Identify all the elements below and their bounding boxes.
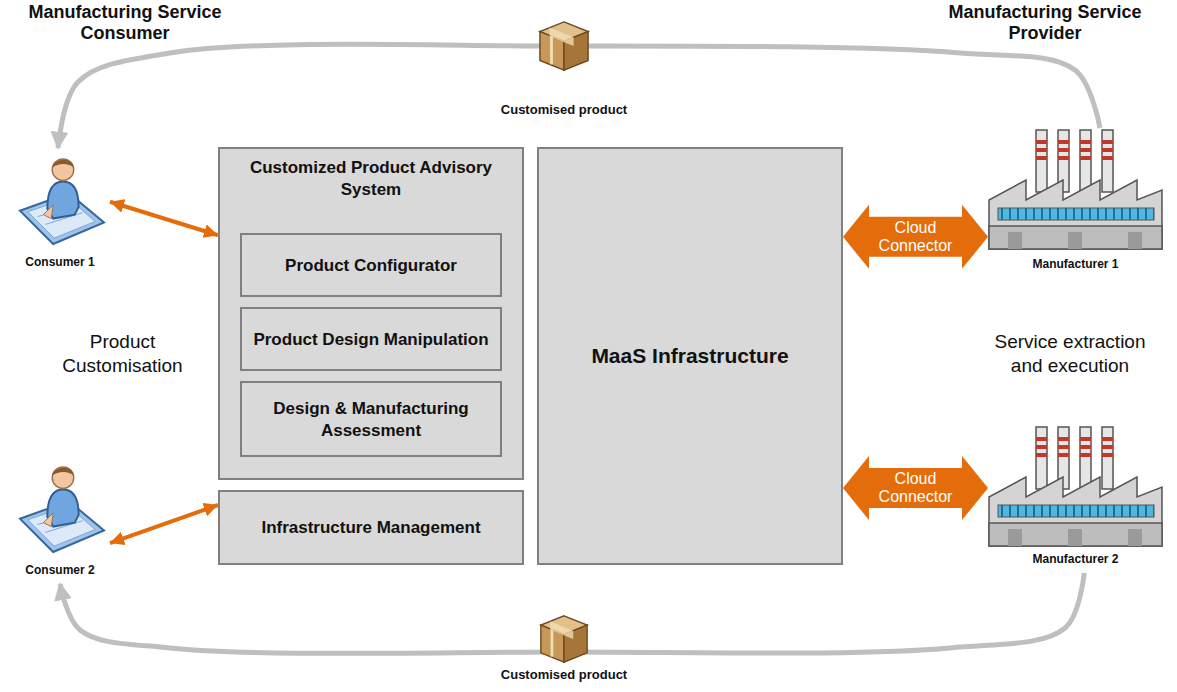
platform-box: MaaS Infrastructure (537, 147, 843, 565)
delivery-label: Customised product (479, 102, 649, 118)
manufacturer-node: Manufacturer 2 (988, 425, 1163, 573)
consumer-icon (20, 159, 104, 244)
role-title: Manufacturing Service Consumer (0, 2, 250, 44)
package-icon (540, 22, 588, 70)
role-title: Manufacturing Service Provider (925, 2, 1165, 44)
phase-label: Service extraction and execution (985, 330, 1155, 378)
module-box: Product Configurator (240, 233, 502, 297)
node-text: Product Design Manipulation (253, 327, 488, 351)
cloud-connector-arrow (843, 456, 988, 520)
system-box: Customized Product Advisory SystemProduc… (218, 147, 524, 480)
node-text: Consumer 1 (25, 255, 94, 270)
connector-label: Cloud Connector (871, 219, 960, 255)
node-text: Manufacturer 2 (1032, 552, 1118, 567)
consumer-node: Consumer 1 (10, 148, 110, 276)
interaction-arrow (110, 202, 218, 235)
consumer-icon (20, 467, 104, 552)
node-text: Customized Product Advisory System (228, 155, 514, 201)
delivery-label: Customised product (479, 667, 649, 683)
node-text: Infrastructure Management (261, 517, 480, 539)
module-box: Product Design Manipulation (240, 307, 502, 371)
consumer-node: Consumer 2 (10, 456, 110, 584)
factory-icon (989, 427, 1162, 546)
system-box: Infrastructure Management (218, 490, 524, 565)
interaction-arrow (110, 505, 218, 543)
connector-label: Cloud Connector (871, 470, 960, 506)
node-text: Consumer 2 (25, 563, 94, 578)
cloud-connector-arrow (843, 205, 988, 269)
phase-label: Product Customisation (40, 330, 205, 378)
module-box: Design & Manufacturing Assessment (240, 381, 502, 457)
node-text: MaaS Infrastructure (591, 343, 788, 369)
manufacturer-node: Manufacturer 1 (988, 128, 1163, 278)
node-text: Manufacturer 1 (1032, 257, 1118, 272)
node-text: Design & Manufacturing Assessment (250, 396, 492, 442)
node-text: Product Configurator (285, 253, 457, 277)
factory-icon (989, 130, 1162, 249)
package-icon (541, 616, 587, 662)
